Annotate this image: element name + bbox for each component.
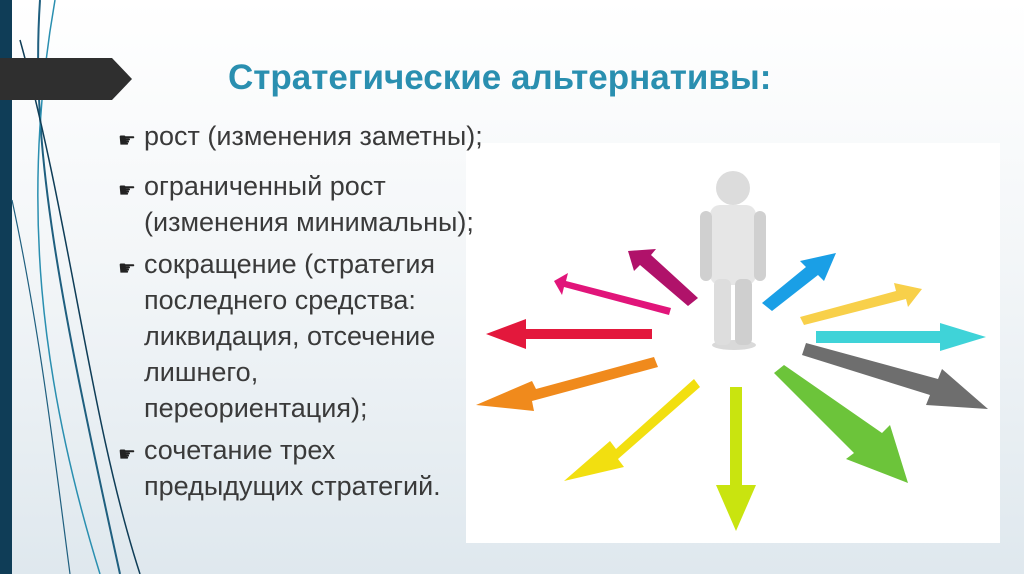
- arrow-red: [486, 319, 652, 349]
- left-accent-bar: [0, 0, 12, 574]
- arrow-blue: [762, 253, 836, 311]
- arrow-yellow: [564, 379, 700, 481]
- bullet-list: ☛ рост (изменения заметны); ☛ ограниченн…: [118, 118, 518, 510]
- list-item: ☛ сокращение (стратегия последнего средс…: [118, 246, 518, 426]
- strategy-illustration: [466, 143, 1000, 543]
- list-item: ☛ рост (изменения заметны);: [118, 118, 518, 162]
- pointing-hand-icon: ☛: [118, 128, 136, 152]
- person-figure: [700, 171, 766, 345]
- bullet-text: сочетание трех предыдущих стратегий.: [144, 435, 441, 501]
- arrow-light-orange: [800, 283, 922, 325]
- arrow-green: [774, 365, 908, 483]
- arrow-orange: [476, 357, 658, 411]
- title-marker: [0, 58, 132, 100]
- arrow-purple: [628, 249, 698, 306]
- arrow-gray: [802, 343, 988, 409]
- pointing-hand-icon: ☛: [118, 442, 136, 466]
- bullet-text: рост (изменения заметны);: [144, 121, 483, 151]
- arrow-lime: [716, 387, 756, 531]
- arrow-cyan: [816, 323, 986, 351]
- list-item: ☛ сочетание трех предыдущих стратегий.: [118, 432, 518, 504]
- pointing-hand-icon: ☛: [118, 256, 136, 280]
- list-item: ☛ ограниченный рост (изменения минимальн…: [118, 168, 518, 240]
- arrow-magenta: [554, 273, 671, 315]
- bullet-text: ограниченный рост (изменения минимальны)…: [144, 171, 474, 237]
- pointing-hand-icon: ☛: [118, 178, 136, 202]
- bullet-text: сокращение (стратегия последнего средств…: [144, 249, 436, 423]
- slide-title: Стратегические альтернативы:: [228, 58, 772, 97]
